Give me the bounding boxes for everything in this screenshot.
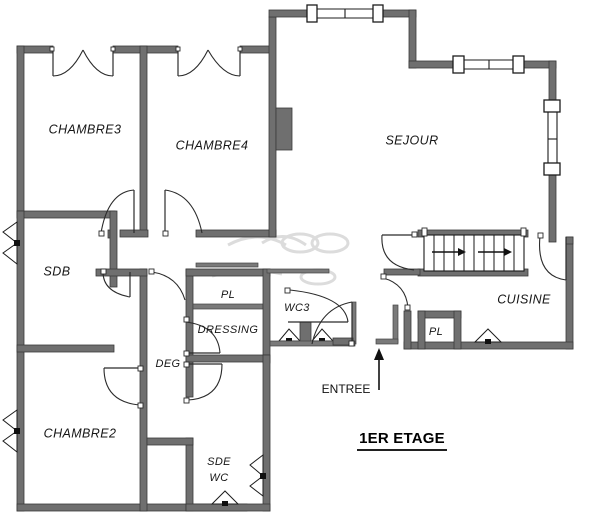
stair-direction-arrow-left bbox=[432, 248, 466, 256]
door-stair-landing bbox=[381, 231, 418, 271]
room-label-pl-cuisine: PL bbox=[429, 326, 443, 338]
wall-wc3-top-strip bbox=[266, 268, 330, 274]
wall-right-upper bbox=[548, 60, 557, 102]
window-sdb-left bbox=[2, 221, 20, 266]
entree-arrow bbox=[374, 348, 384, 390]
room-label-sdb: SDB bbox=[44, 264, 71, 278]
watermark bbox=[211, 232, 350, 286]
wall-core-right-lower bbox=[262, 354, 271, 512]
room-label-chambre3: CHAMBRE3 bbox=[49, 122, 122, 136]
wall-sdb-right-upper bbox=[109, 210, 118, 288]
wall-pl1-front-strip bbox=[195, 262, 259, 268]
wall-pl2-right bbox=[453, 310, 462, 350]
wall-sde-left bbox=[185, 437, 194, 512]
window-chambre2-left bbox=[2, 409, 20, 454]
room-label-deg: DEG bbox=[155, 358, 180, 370]
wall-chambre4-right bbox=[268, 16, 277, 238]
wall-wc3-pier bbox=[299, 321, 312, 343]
wall-core-left bbox=[185, 268, 194, 398]
wall-entry-hook-horz bbox=[375, 338, 399, 345]
staircase bbox=[421, 227, 527, 272]
wall-dressing-bottom bbox=[185, 354, 271, 363]
door-chambre3-lower bbox=[98, 189, 135, 237]
floor-title-group: 1ER ETAGE bbox=[357, 430, 447, 451]
wall-partition-ch3-ch4 bbox=[139, 45, 148, 237]
wall-sde-top bbox=[146, 437, 194, 446]
doors-group bbox=[49, 46, 567, 409]
room-label-dressing: DRESSING bbox=[198, 324, 259, 336]
door-wc3 bbox=[284, 287, 349, 323]
window-sejour-top bbox=[306, 4, 384, 23]
door-dressing bbox=[183, 316, 221, 357]
door-cuisine-right bbox=[537, 232, 567, 281]
wall-left-upper bbox=[16, 45, 25, 219]
wall-core-top bbox=[185, 268, 271, 277]
room-label-wc: WC bbox=[209, 472, 228, 484]
window-sde-bottom bbox=[210, 490, 240, 506]
room-label-sde: SDE bbox=[207, 456, 231, 468]
wall-entry-hook-vert bbox=[392, 304, 399, 344]
wall-cuisine-right bbox=[565, 236, 574, 350]
door-hall-cuisine bbox=[380, 273, 411, 311]
window-sejour-right-top bbox=[452, 55, 525, 74]
door-chambre3-double bbox=[49, 46, 116, 77]
room-label-chambre4: CHAMBRE4 bbox=[176, 138, 249, 152]
wall-nib-chimney bbox=[275, 107, 293, 151]
room-labels: CHAMBRE3 CHAMBRE4 SEJOUR CUISINE SDB PL … bbox=[44, 122, 551, 484]
room-label-sejour: SEJOUR bbox=[385, 133, 438, 147]
door-chambre4-lower bbox=[162, 189, 203, 237]
wall-pl1-bottom bbox=[192, 303, 264, 310]
room-label-pl-dressing: PL bbox=[221, 289, 235, 301]
walls-group bbox=[16, 9, 574, 512]
wall-left-lower bbox=[16, 210, 25, 512]
door-sde bbox=[183, 361, 223, 404]
door-sdb bbox=[100, 268, 131, 298]
window-cuisine-bottom bbox=[473, 328, 503, 344]
window-right-vertical bbox=[543, 99, 561, 176]
door-entree bbox=[311, 301, 355, 347]
door-chambre2 bbox=[103, 365, 144, 409]
stair-direction-arrow-right bbox=[478, 248, 512, 256]
room-label-chambre2: CHAMBRE2 bbox=[44, 426, 117, 440]
wall-sejour-top-left bbox=[268, 9, 308, 18]
wall-sejour-step-horz bbox=[408, 60, 454, 69]
wall-sejour-step-vert bbox=[408, 9, 417, 69]
wall-cuisine-corner bbox=[565, 236, 574, 245]
annotation-entree: ENTREE bbox=[322, 382, 371, 396]
wall-right-mid bbox=[548, 174, 557, 243]
room-label-wc3: WC3 bbox=[284, 302, 310, 314]
wall-core-right-upper bbox=[262, 268, 271, 364]
wall-below-sejour bbox=[383, 268, 421, 276]
wall-pl2-left bbox=[417, 310, 426, 350]
room-label-cuisine: CUISINE bbox=[497, 292, 551, 306]
wall-chambre4-bottom bbox=[195, 229, 277, 238]
door-deg-upper-left bbox=[148, 268, 186, 301]
door-chambre4-double bbox=[175, 46, 243, 77]
wall-chambre3-bottom bbox=[16, 210, 116, 219]
wall-cuisine-left bbox=[403, 310, 412, 350]
page-title: 1ER ETAGE bbox=[359, 430, 445, 447]
window-sde-right bbox=[249, 453, 266, 498]
wall-deg-left bbox=[139, 268, 148, 512]
annotations: ENTREE bbox=[322, 382, 371, 396]
wall-sdb-chambre2-divider bbox=[16, 344, 115, 353]
wall-sdb-bottom bbox=[95, 268, 148, 277]
